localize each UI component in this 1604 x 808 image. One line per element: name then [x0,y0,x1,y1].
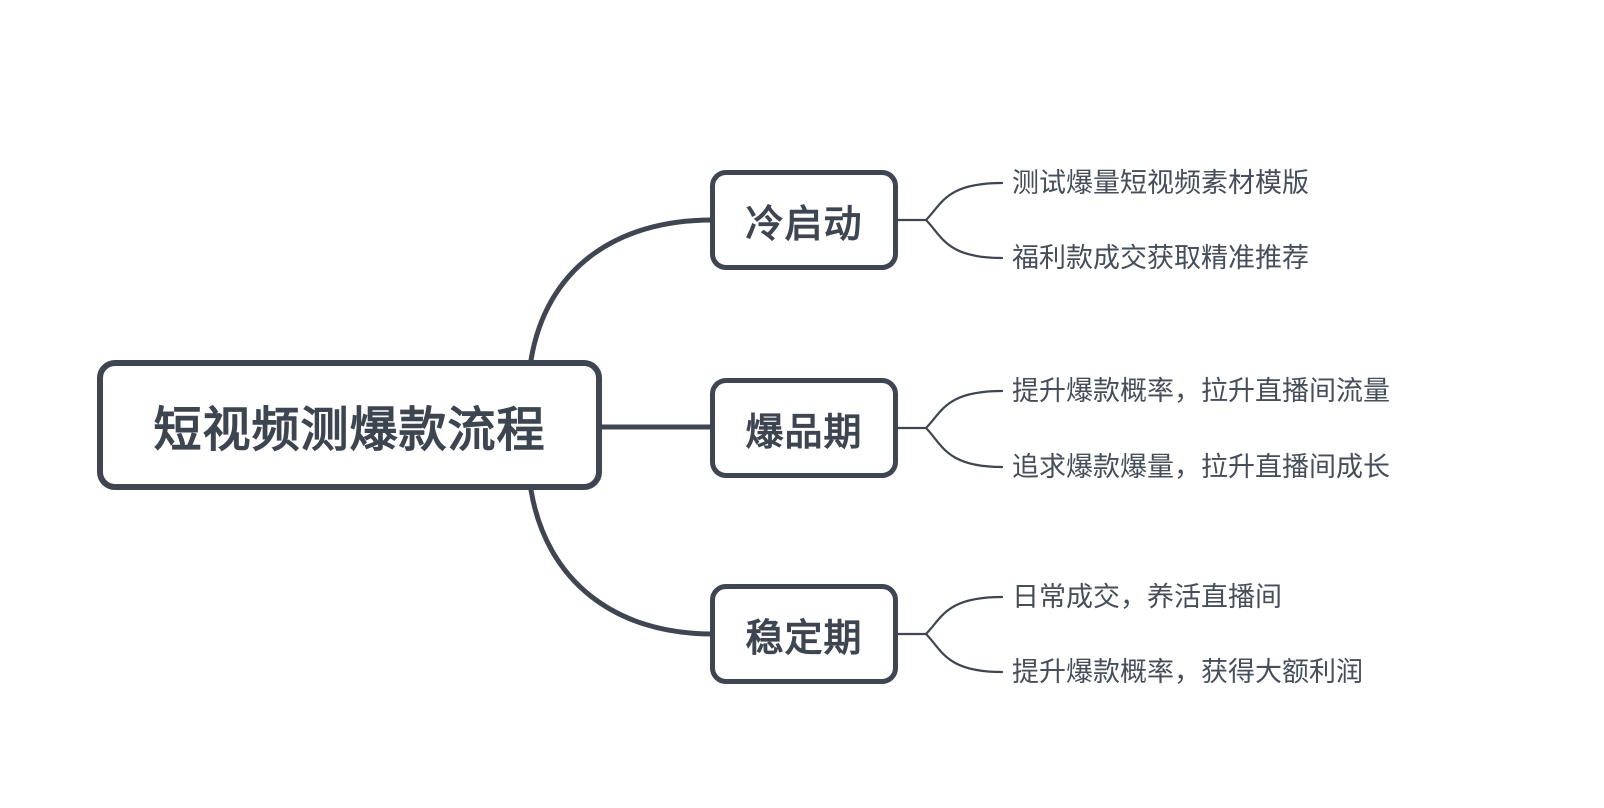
edge-root-to-cold-start [528,217,715,363]
root-node-label: 短视频测爆款流程 [153,404,546,457]
edge-root-to-stable-period [528,487,715,637]
edge-cold-start-leaf-2 [924,218,1004,260]
root-node[interactable]: 短视频测爆款流程 [97,360,602,490]
leaf-node-hot-period-1[interactable]: 提升爆款概率，拉升直播间流量 [1012,375,1390,406]
branch-node-cold-start[interactable]: 冷启动 [710,170,898,270]
edge-hot-period-leaf-2 [924,426,1004,469]
leaf-node-stable-period-1[interactable]: 日常成交，养活直播间 [1012,581,1282,612]
branch-node-label: 冷启动 [745,203,863,246]
edge-stable-period-leaf-1 [924,595,1004,636]
leaf-node-cold-start-1[interactable]: 测试爆量短视频素材模版 [1012,167,1309,198]
branch-node-label: 稳定期 [745,617,863,660]
edge-stable-period-leaf-2 [924,632,1004,674]
branch-node-hot-period[interactable]: 爆品期 [710,378,898,478]
edge-cold-start-leaf-1 [924,181,1004,222]
branch-node-label: 爆品期 [745,411,863,454]
leaf-node-hot-period-2[interactable]: 追求爆款爆量，拉升直播间成长 [1012,451,1390,482]
leaf-node-stable-period-2[interactable]: 提升爆款概率，获得大额利润 [1012,656,1363,687]
edge-hot-period-leaf-1 [924,389,1004,430]
branch-node-stable-period[interactable]: 稳定期 [710,584,898,684]
leaf-node-cold-start-2[interactable]: 福利款成交获取精准推荐 [1012,242,1309,273]
